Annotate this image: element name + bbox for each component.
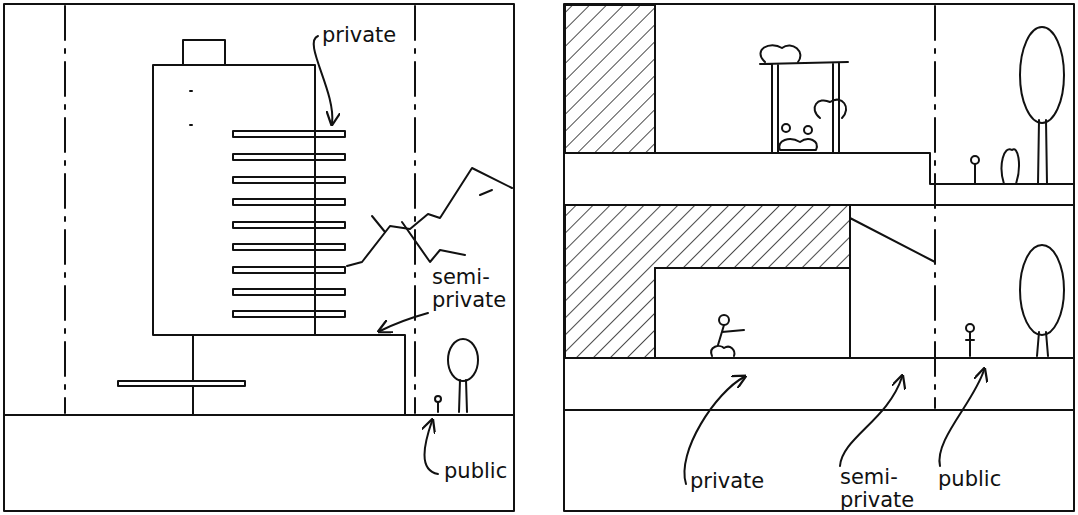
hatched-wall [565, 5, 655, 153]
ground-line [565, 357, 1074, 359]
leader-line [314, 36, 333, 123]
zone-label: private [320, 24, 398, 47]
person [435, 396, 441, 412]
seated-people [779, 124, 816, 150]
podium [193, 335, 405, 415]
leader-line [684, 377, 744, 484]
zone-label: semi- private [838, 466, 926, 512]
left-panel [4, 4, 514, 511]
low-balcony [118, 381, 245, 386]
roof-box [183, 40, 225, 65]
zone-label: public [936, 468, 1003, 491]
upper-floor-line [565, 153, 1074, 184]
balconies [233, 131, 345, 317]
panel-frame [564, 4, 1074, 511]
zone-label: private [688, 470, 766, 493]
room [655, 268, 850, 358]
property-line [64, 6, 66, 413]
tower-edge [314, 120, 316, 335]
leader-line [425, 421, 439, 474]
window-mark [190, 90, 192, 92]
shrubs [971, 149, 1019, 184]
property-line [934, 6, 936, 408]
leader-line [939, 370, 984, 466]
panel-frame [4, 4, 514, 511]
tree [448, 339, 478, 412]
pergola [760, 45, 848, 153]
right-panel [564, 4, 1074, 511]
mountains [347, 168, 512, 266]
hatched-wall [565, 205, 850, 358]
window-mark [190, 124, 192, 126]
ground-line [565, 409, 1074, 411]
leader-line [840, 377, 902, 466]
zone-label: semi- private [430, 266, 518, 312]
tree [1020, 27, 1064, 184]
zone-label: public [442, 460, 509, 483]
tree [1020, 245, 1064, 356]
canopy [850, 218, 935, 358]
leader-line [380, 313, 428, 331]
property-line [414, 6, 416, 413]
person [966, 324, 974, 356]
seated-person [711, 315, 744, 356]
